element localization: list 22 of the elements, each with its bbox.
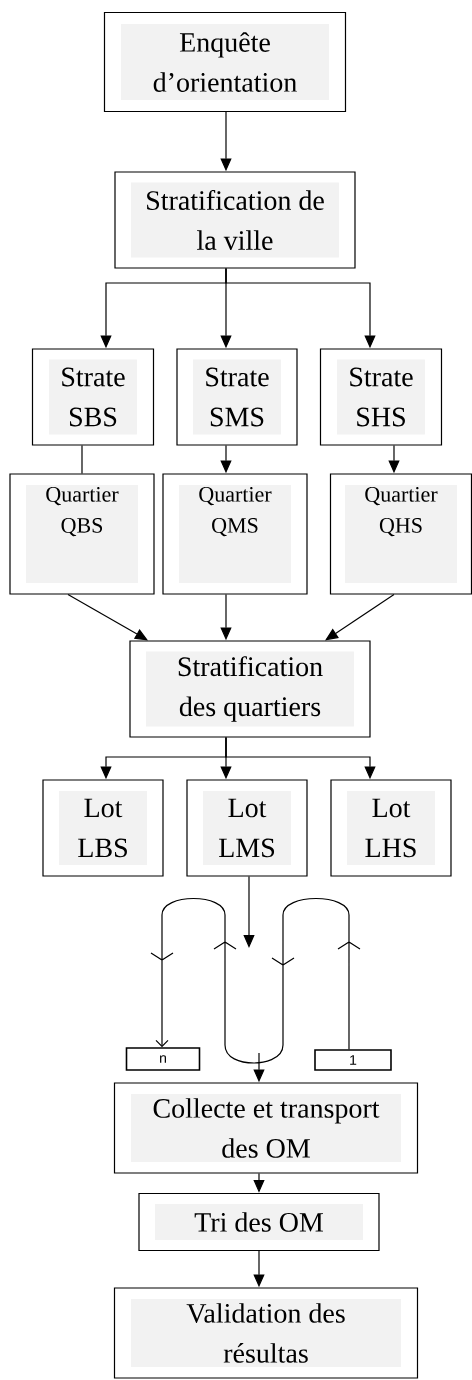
process-box: Strate SBS: [31, 348, 155, 446]
process-box: Tri des OM: [138, 1192, 380, 1252]
connector-line: [81, 445, 83, 474]
number-tag: 1: [314, 1049, 392, 1071]
process-box: Quartier QBS: [9, 473, 155, 595]
arrow: [67, 594, 148, 641]
process-box: Strate SHS: [319, 348, 443, 446]
arrow: [325, 594, 395, 641]
process-box: Lot LBS: [42, 779, 164, 877]
process-box: Lot LMS: [186, 779, 308, 877]
process-box: Enquête d’orientation: [103, 11, 347, 113]
process-box: Quartier QMS: [162, 473, 308, 595]
arrow: [243, 876, 255, 948]
process-box: Collecte et transport des OM: [113, 1082, 419, 1174]
process-box: Stratification de la ville: [114, 171, 356, 269]
route-line: [150, 897, 361, 1064]
process-box: Stratification des quartiers: [129, 640, 371, 738]
number-tag: n: [125, 1047, 201, 1071]
process-box: Quartier QHS: [329, 473, 472, 595]
process-box: Strate SMS: [176, 348, 298, 446]
process-box: Validation des résultas: [113, 1287, 419, 1379]
process-box: Lot LHS: [330, 779, 452, 877]
